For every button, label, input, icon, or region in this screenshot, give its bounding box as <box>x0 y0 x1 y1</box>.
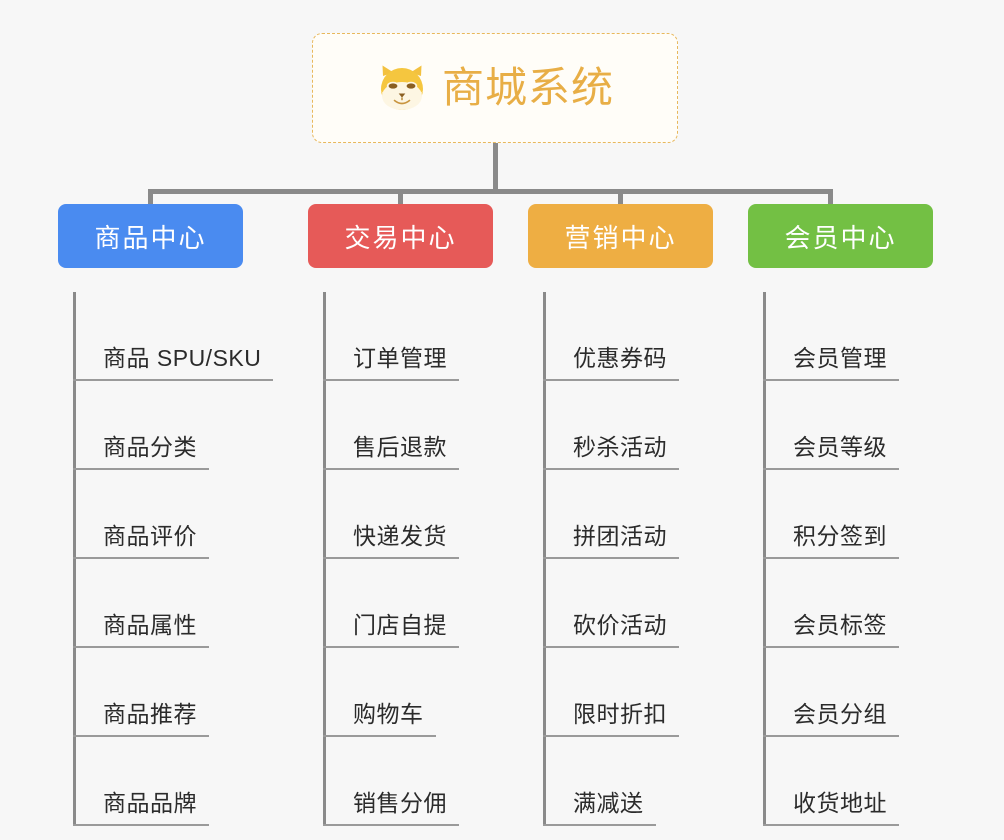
connector-drop-4 <box>828 189 833 207</box>
leaf-label: 限时折扣 <box>543 703 679 737</box>
list-item[interactable]: 拼团活动 <box>543 470 748 559</box>
root-title: 商城系统 <box>441 64 614 111</box>
leaf-label: 秒杀活动 <box>543 436 679 470</box>
connector-drop-3 <box>618 189 623 207</box>
leaf-label: 门店自提 <box>323 614 459 648</box>
leaf-list-marketing: 优惠券码 秒杀活动 拼团活动 砍价活动 限时折扣 满减送 <box>528 292 748 826</box>
list-item[interactable]: 会员管理 <box>763 292 968 381</box>
list-item[interactable]: 订单管理 <box>323 292 528 381</box>
category-header-product[interactable]: 商品中心 <box>58 204 243 268</box>
category-label: 会员中心 <box>784 222 897 253</box>
list-item[interactable]: 会员分组 <box>763 648 968 737</box>
leaf-label: 购物车 <box>323 703 436 737</box>
leaf-label: 商品推荐 <box>73 703 209 737</box>
leaf-label: 拼团活动 <box>543 525 679 559</box>
leaf-label: 订单管理 <box>323 347 459 381</box>
list-item[interactable]: 商品评价 <box>73 470 308 559</box>
list-item[interactable]: 收货地址 <box>763 737 968 826</box>
leaf-label: 商品分类 <box>73 436 209 470</box>
category-label: 商品中心 <box>94 222 207 253</box>
list-item[interactable]: 优惠券码 <box>543 292 748 381</box>
connector-root-stem <box>493 143 498 192</box>
leaf-label: 销售分佣 <box>323 792 459 826</box>
list-item[interactable]: 限时折扣 <box>543 648 748 737</box>
category-column-trade: 交易中心 订单管理 售后退款 快递发货 门店自提 购物车 销售分佣 <box>308 204 528 826</box>
list-item[interactable]: 商品品牌 <box>73 737 308 826</box>
leaf-label: 快递发货 <box>323 525 459 559</box>
connector-drop-1 <box>148 189 153 207</box>
leaf-label: 积分签到 <box>763 525 899 559</box>
leaf-list-member: 会员管理 会员等级 积分签到 会员标签 会员分组 收货地址 <box>748 292 968 826</box>
list-item[interactable]: 商品 SPU/SKU <box>73 292 308 381</box>
leaf-label: 会员等级 <box>763 436 899 470</box>
leaf-label: 商品评价 <box>73 525 209 559</box>
root-node[interactable]: 商城系统 <box>312 33 678 143</box>
category-label: 营销中心 <box>564 222 677 253</box>
list-item[interactable]: 秒杀活动 <box>543 381 748 470</box>
list-item[interactable]: 销售分佣 <box>323 737 528 826</box>
leaf-label: 收货地址 <box>763 792 899 826</box>
leaf-label: 会员标签 <box>763 614 899 648</box>
shiba-dog-face-icon <box>376 62 428 114</box>
category-label: 交易中心 <box>344 222 457 253</box>
leaf-label: 商品属性 <box>73 614 209 648</box>
category-header-member[interactable]: 会员中心 <box>748 204 933 268</box>
list-item[interactable]: 满减送 <box>543 737 748 826</box>
category-column-marketing: 营销中心 优惠券码 秒杀活动 拼团活动 砍价活动 限时折扣 满减送 <box>528 204 748 826</box>
leaf-spine <box>73 292 76 826</box>
leaf-label: 会员管理 <box>763 347 899 381</box>
list-item[interactable]: 门店自提 <box>323 559 528 648</box>
category-column-product: 商品中心 商品 SPU/SKU 商品分类 商品评价 商品属性 商品推荐 商品品牌 <box>58 204 308 826</box>
leaf-spine <box>543 292 546 826</box>
list-item[interactable]: 购物车 <box>323 648 528 737</box>
list-item[interactable]: 会员标签 <box>763 559 968 648</box>
leaf-label: 砍价活动 <box>543 614 679 648</box>
leaf-list-trade: 订单管理 售后退款 快递发货 门店自提 购物车 销售分佣 <box>308 292 528 826</box>
leaf-spine <box>323 292 326 826</box>
list-item[interactable]: 积分签到 <box>763 470 968 559</box>
list-item[interactable]: 商品推荐 <box>73 648 308 737</box>
list-item[interactable]: 商品分类 <box>73 381 308 470</box>
category-header-trade[interactable]: 交易中心 <box>308 204 493 268</box>
leaf-label: 售后退款 <box>323 436 459 470</box>
list-item[interactable]: 售后退款 <box>323 381 528 470</box>
leaf-spine <box>763 292 766 826</box>
leaf-label: 商品 SPU/SKU <box>73 347 274 381</box>
list-item[interactable]: 会员等级 <box>763 381 968 470</box>
leaf-label: 商品品牌 <box>73 792 209 826</box>
leaf-label: 满减送 <box>543 792 656 826</box>
list-item[interactable]: 快递发货 <box>323 470 528 559</box>
connector-horizontal-bus <box>148 189 832 194</box>
leaf-label: 会员分组 <box>763 703 899 737</box>
list-item[interactable]: 砍价活动 <box>543 559 748 648</box>
leaf-label: 优惠券码 <box>543 347 679 381</box>
category-column-member: 会员中心 会员管理 会员等级 积分签到 会员标签 会员分组 收货地址 <box>748 204 968 826</box>
leaf-list-product: 商品 SPU/SKU 商品分类 商品评价 商品属性 商品推荐 商品品牌 <box>58 292 308 826</box>
connector-drop-2 <box>398 189 403 207</box>
category-header-marketing[interactable]: 营销中心 <box>528 204 713 268</box>
list-item[interactable]: 商品属性 <box>73 559 308 648</box>
